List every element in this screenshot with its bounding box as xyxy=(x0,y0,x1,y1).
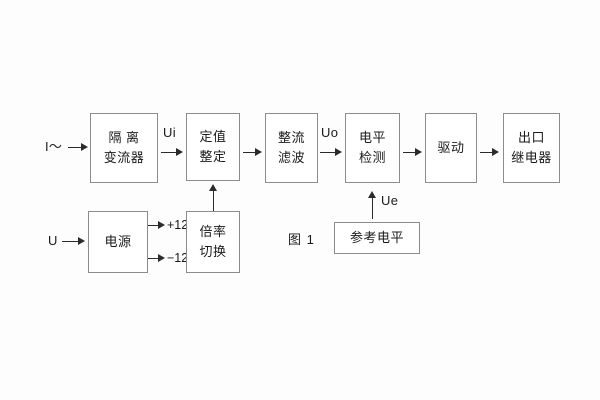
voltage-input-line xyxy=(62,241,80,242)
multiplier-to-setting-line xyxy=(213,190,214,211)
block-output-relay[interactable]: 出口 继电器 xyxy=(503,113,560,183)
uo-signal-label: Uo xyxy=(321,125,339,140)
block-isolation-transformer[interactable]: 隔 离 变流器 xyxy=(90,113,158,183)
level-to-drive-arrowhead xyxy=(415,148,422,156)
block-rectify-filter-line1: 整流 xyxy=(277,129,305,145)
drive-to-relay-arrowhead xyxy=(492,148,499,156)
current-input-label: I～ xyxy=(45,139,63,154)
ue-signal-label: Ue xyxy=(381,193,399,208)
block-drive[interactable]: 驱动 xyxy=(425,113,477,183)
block-rectify-filter[interactable]: 整流 滤波 xyxy=(265,113,318,183)
block-isolation-transformer-line1: 隔 离 xyxy=(108,129,140,145)
block-reference-level[interactable]: 参考电平 xyxy=(334,222,420,254)
rail-positive-line xyxy=(148,225,161,226)
voltage-input-label: U xyxy=(48,233,58,248)
ui-signal-label: Ui xyxy=(163,125,176,140)
rail-positive-arrowhead xyxy=(158,221,165,229)
block-drive-line1: 驱动 xyxy=(437,139,465,155)
block-reference-level-line1: 参考电平 xyxy=(349,229,404,245)
rail-negative-line xyxy=(148,258,161,259)
block-level-detection-line1: 电平 xyxy=(358,129,386,145)
rail-negative-arrowhead xyxy=(158,254,165,262)
block-level-detection-line2: 检测 xyxy=(358,150,386,165)
setting-to-rectify-line xyxy=(243,152,257,153)
current-input-arrowhead xyxy=(81,143,88,151)
block-multiplier-switch[interactable]: 倍率 切换 xyxy=(186,211,240,273)
uo-connector-line xyxy=(320,152,337,153)
ue-connector-arrowhead xyxy=(368,191,376,198)
block-multiplier-switch-line2: 切换 xyxy=(199,244,227,259)
level-to-drive-line xyxy=(403,152,417,153)
block-output-relay-line1: 出口 xyxy=(517,129,545,145)
block-rectify-filter-line2: 滤波 xyxy=(277,150,305,165)
block-setting-adjustment-line2: 整定 xyxy=(199,149,227,164)
block-output-relay-line2: 继电器 xyxy=(511,150,552,165)
ui-connector-arrowhead xyxy=(176,148,183,156)
block-power-supply[interactable]: 电源 xyxy=(88,211,148,273)
block-multiplier-switch-line1: 倍率 xyxy=(199,223,227,239)
ue-connector-line xyxy=(372,197,373,219)
block-power-supply-line1: 电源 xyxy=(104,233,132,249)
drive-to-relay-line xyxy=(480,152,494,153)
figure-caption: 图 1 xyxy=(288,232,315,247)
ui-connector-line xyxy=(161,152,178,153)
block-setting-adjustment-line1: 定值 xyxy=(199,128,227,144)
block-level-detection[interactable]: 电平 检测 xyxy=(345,113,400,183)
block-isolation-transformer-line2: 变流器 xyxy=(103,150,145,165)
voltage-input-arrowhead xyxy=(78,237,85,245)
current-input-line xyxy=(68,147,83,148)
uo-connector-arrowhead xyxy=(335,148,342,156)
block-setting-adjustment[interactable]: 定值 整定 xyxy=(186,113,240,181)
multiplier-to-setting-arrowhead xyxy=(209,184,217,191)
setting-to-rectify-arrowhead xyxy=(255,148,262,156)
